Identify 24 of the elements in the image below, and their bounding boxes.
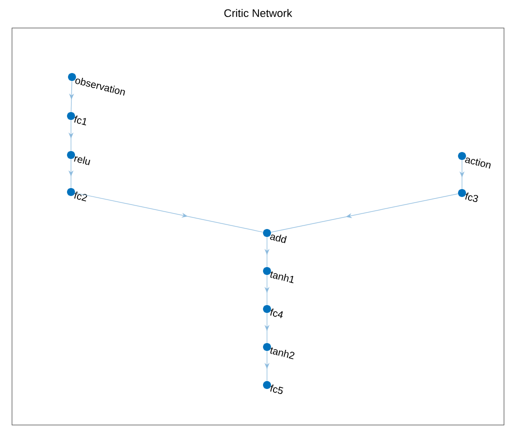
node-label: relu: [74, 156, 90, 166]
node-label: fc5: [270, 384, 284, 394]
graph-node: tanh2: [263, 343, 294, 360]
arrow: [69, 80, 74, 112]
node-label: fc1: [74, 116, 86, 126]
graph-node: fc2: [67, 188, 88, 202]
node-label: fc4: [270, 308, 283, 318]
node-label: tanh1: [270, 271, 294, 284]
graph-node: fc1: [67, 112, 86, 126]
graph-node: add: [263, 229, 287, 244]
node-label: fc3: [465, 192, 478, 202]
arrow: [74, 192, 264, 232]
graph-node: action: [458, 152, 491, 169]
graph-node: fc3: [458, 189, 478, 202]
graph-node: fc4: [263, 305, 283, 318]
graph-node: tanh1: [263, 267, 294, 284]
arrow: [270, 194, 458, 232]
node-label: fc2: [74, 192, 88, 202]
node-label: tanh2: [270, 347, 294, 360]
node-label: action: [465, 158, 491, 169]
node-label: add: [270, 234, 287, 244]
graph-node: fc5: [263, 381, 284, 394]
chart-title: Critic Network: [224, 8, 292, 18]
graph-node: relu: [67, 151, 90, 166]
